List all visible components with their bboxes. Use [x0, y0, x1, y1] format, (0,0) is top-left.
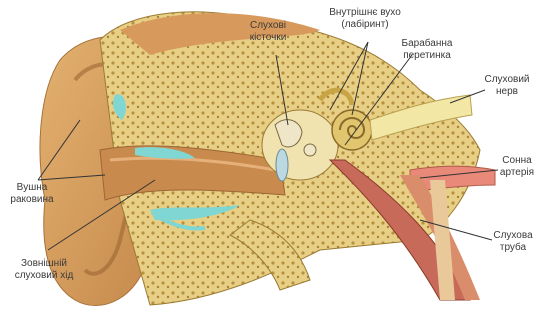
label-carotid-artery: Сонна артерія [490, 155, 544, 179]
label-auditory-tube: Слухова труба [484, 230, 542, 254]
label-ossicles: Слухові кісточки [238, 20, 298, 44]
label-eardrum: Барабанна перетинка [392, 38, 462, 62]
label-auditory-nerve: Слуховий нерв [476, 74, 538, 98]
middle-ear-cavity [262, 110, 338, 180]
eardrum-shape [276, 149, 288, 181]
label-inner-ear: Внутрішнє вухо (лабіринт) [320, 7, 410, 31]
label-ear-canal: Зовнішній слуховий хід [4, 258, 84, 282]
label-auricle: Вушна раковина [2, 182, 62, 206]
